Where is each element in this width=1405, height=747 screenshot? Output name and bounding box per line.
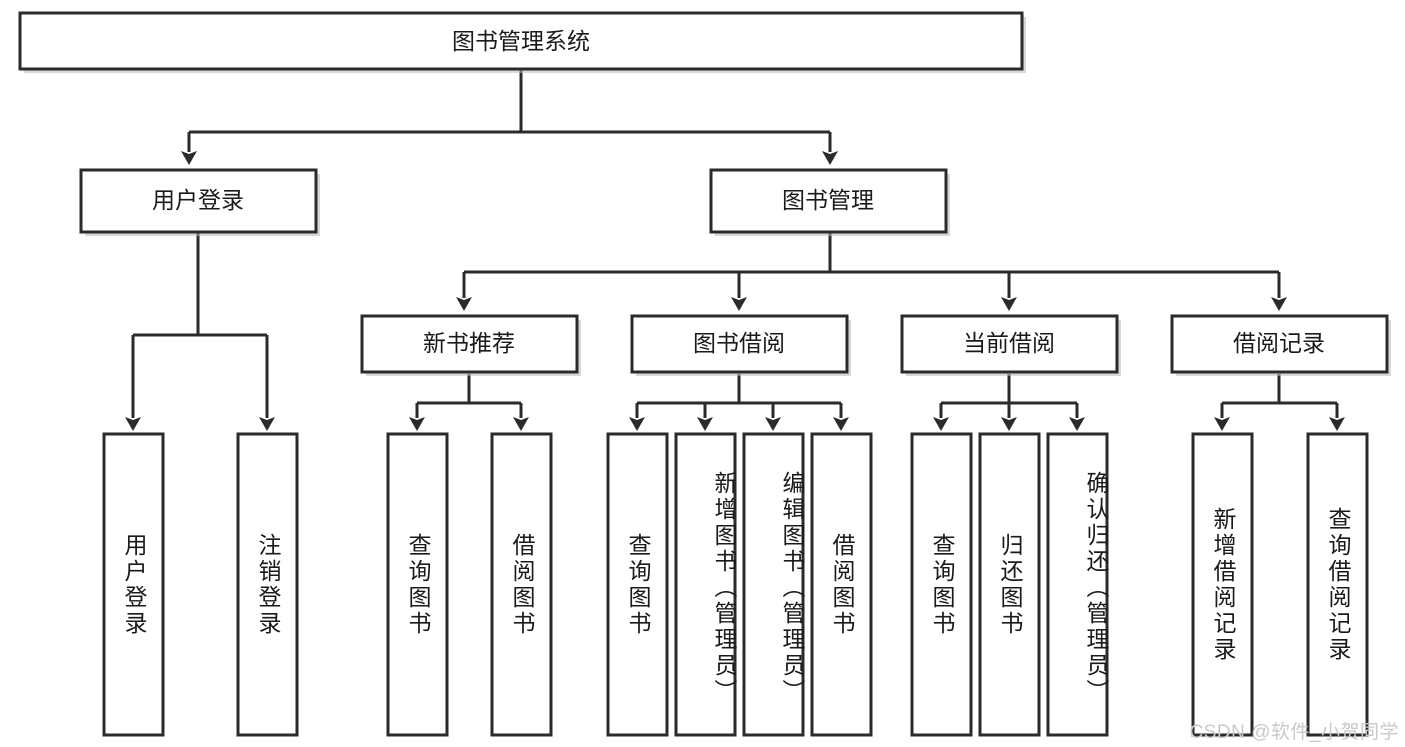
leaf-query-book-1-box[interactable] bbox=[386, 432, 449, 737]
node-borrow-record-label: 借阅记录 bbox=[1233, 330, 1325, 356]
leaf-user-login-box[interactable] bbox=[102, 432, 165, 737]
connector-group-book-borrow bbox=[629, 374, 849, 431]
node-book-manage-box[interactable] bbox=[709, 168, 948, 234]
node-user-login-label: 用户登录 bbox=[152, 187, 244, 213]
node-new-book-recommend-label: 新书推荐 bbox=[423, 330, 515, 356]
node-root[interactable]: 图书管理系统 bbox=[18, 11, 1026, 73]
leaf-borrow-book-1-box[interactable] bbox=[490, 432, 553, 737]
watermark-text: CSDN @软件_小贺同学 bbox=[1189, 722, 1399, 743]
connector-group-root bbox=[181, 69, 838, 165]
leaf-add-book-box[interactable] bbox=[674, 432, 737, 737]
node-new-book-recommend[interactable]: 新书推荐 bbox=[360, 314, 581, 376]
connector-group-book-manage bbox=[456, 232, 1287, 311]
node-user-login[interactable]: 用户登录 bbox=[79, 168, 320, 236]
leaf-edit-book-box[interactable] bbox=[742, 432, 805, 737]
node-book-borrow-box[interactable] bbox=[630, 314, 849, 374]
node-current-borrow[interactable]: 当前借阅 bbox=[900, 314, 1121, 376]
node-root-box[interactable] bbox=[18, 11, 1024, 71]
node-borrow-record[interactable]: 借阅记录 bbox=[1170, 314, 1391, 376]
node-book-manage[interactable]: 图书管理 bbox=[709, 168, 950, 236]
leaf-return-book-box[interactable] bbox=[978, 432, 1041, 737]
node-borrow-record-box[interactable] bbox=[1170, 314, 1389, 374]
leaf-borrow-book-2-box[interactable] bbox=[810, 432, 873, 737]
node-current-borrow-label: 当前借阅 bbox=[963, 330, 1055, 356]
leaf-query-book-3-box[interactable] bbox=[910, 432, 973, 737]
node-new-book-recommend-box[interactable] bbox=[360, 314, 579, 374]
node-book-manage-label: 图书管理 bbox=[782, 187, 874, 213]
node-book-borrow-label: 图书借阅 bbox=[693, 330, 785, 356]
node-user-login-box[interactable] bbox=[79, 168, 318, 234]
node-current-borrow-box[interactable] bbox=[900, 314, 1119, 374]
leaf-query-book-2-box[interactable] bbox=[606, 432, 669, 737]
connector-group-user-login bbox=[125, 232, 275, 431]
connector-group-borrow-record bbox=[1214, 374, 1345, 431]
connector-group-new-book-recommend bbox=[409, 374, 529, 431]
leaf-user-logout-box[interactable] bbox=[236, 432, 299, 737]
leaf-nodes-group bbox=[102, 432, 1369, 737]
connector-group-current-borrow bbox=[933, 374, 1085, 431]
leaf-confirm-return-box[interactable] bbox=[1046, 432, 1109, 737]
node-book-borrow[interactable]: 图书借阅 bbox=[630, 314, 851, 376]
node-root-label: 图书管理系统 bbox=[452, 28, 590, 54]
leaf-query-record-box[interactable] bbox=[1306, 432, 1369, 737]
leaf-add-record-box[interactable] bbox=[1191, 432, 1254, 737]
